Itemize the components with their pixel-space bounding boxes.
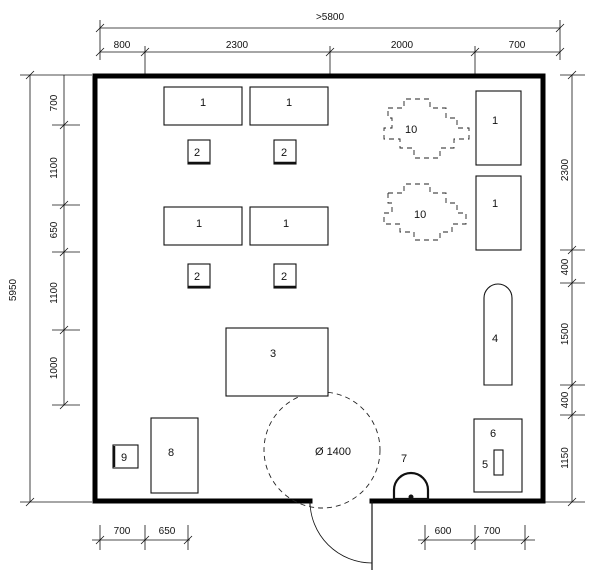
dim-top-2: 2300 xyxy=(226,40,249,51)
washbasin-7: 7 xyxy=(392,453,430,501)
desk-1b xyxy=(249,86,329,126)
desk-1b-label: 1 xyxy=(286,97,292,109)
chair-2a-label: 2 xyxy=(194,147,200,159)
dim-left-1: 700 xyxy=(49,94,60,111)
desk-1c xyxy=(163,206,243,246)
dim-top-overall: >5800 xyxy=(316,12,345,23)
desk-column-right: 1 1 xyxy=(475,90,522,251)
dim-bottom-left-2: 650 xyxy=(159,526,176,537)
entrance-door xyxy=(309,500,373,570)
turning-circle-label: Ø 1400 xyxy=(315,446,351,458)
unit-6: 6 5 xyxy=(473,418,523,493)
room-walls xyxy=(92,73,546,504)
dim-right-5: 1150 xyxy=(560,447,571,469)
dim-right-3: 1500 xyxy=(560,322,571,345)
desk-1e-label: 1 xyxy=(492,115,498,127)
desk-1f xyxy=(475,175,522,251)
dim-left-overall: 5950 xyxy=(8,278,19,301)
item-10-lower-label: 10 xyxy=(414,209,426,221)
chair-2b-label: 2 xyxy=(281,147,287,159)
dim-left-5: 1000 xyxy=(49,356,60,379)
desk-1f-label: 1 xyxy=(492,198,498,210)
desk-1a-label: 1 xyxy=(200,97,206,109)
desk-1e xyxy=(475,90,522,166)
chairs: 2 2 2 2 xyxy=(187,139,297,289)
item-10-upper-shape xyxy=(383,98,470,159)
cabinet-4-shape xyxy=(483,283,513,386)
desk-1c-label: 1 xyxy=(196,218,202,230)
item-5-label: 5 xyxy=(482,459,488,471)
desk-1d-label: 1 xyxy=(283,218,289,230)
dim-top-1: 800 xyxy=(114,40,131,51)
desk-1d xyxy=(249,206,329,246)
cupboard-8-shape xyxy=(150,417,199,494)
item-10-upper: 10 xyxy=(383,98,470,159)
chair-2d-label: 2 xyxy=(281,271,287,283)
left-dimensions: 5950 700 1100 650 1100 1000 xyxy=(8,70,92,507)
table-3: 3 xyxy=(225,327,329,397)
washbasin-7-label: 7 xyxy=(401,453,407,465)
cabinet-4-label: 4 xyxy=(492,333,498,345)
dim-bottom-left-1: 700 xyxy=(114,526,131,537)
bin-9-label: 9 xyxy=(121,452,127,464)
chair-2c-label: 2 xyxy=(194,271,200,283)
washbasin-7-shape xyxy=(392,471,430,501)
item-10-lower: 10 xyxy=(383,183,467,241)
dim-left-4: 1100 xyxy=(49,282,60,304)
bin-9: 9 xyxy=(112,444,139,469)
dim-top-4: 700 xyxy=(509,40,526,51)
table-3-label: 3 xyxy=(270,348,276,360)
bottom-dimensions: 700 650 600 700 xyxy=(92,525,535,550)
turning-circle: Ø 1400 xyxy=(263,391,381,509)
dim-top-3: 2000 xyxy=(391,40,414,51)
dim-right-4: 400 xyxy=(560,391,571,408)
item-10-lower-shape xyxy=(383,183,467,241)
dim-bottom-right-2: 700 xyxy=(484,526,501,537)
item-5-shape xyxy=(493,449,504,476)
item-10-upper-label: 10 xyxy=(405,124,417,136)
dim-left-2: 1100 xyxy=(49,157,60,179)
dim-bottom-right-1: 600 xyxy=(435,526,452,537)
table-3-shape xyxy=(225,327,329,397)
desk-1a xyxy=(163,86,243,126)
right-dimensions: 2300 400 1500 400 1150 xyxy=(545,70,585,507)
cupboard-8-label: 8 xyxy=(168,447,174,459)
dim-right-2: 400 xyxy=(560,258,571,275)
desk-row-1: 1 1 xyxy=(163,86,329,126)
unit-6-label: 6 xyxy=(490,428,496,440)
dim-right-1: 2300 xyxy=(560,158,571,181)
cabinet-4: 4 xyxy=(483,283,513,386)
desk-row-2: 1 1 xyxy=(163,206,329,246)
dim-left-3: 650 xyxy=(49,221,60,238)
cupboard-8: 8 xyxy=(150,417,199,494)
top-dimensions: >5800 800 2300 2000 700 xyxy=(95,12,565,76)
